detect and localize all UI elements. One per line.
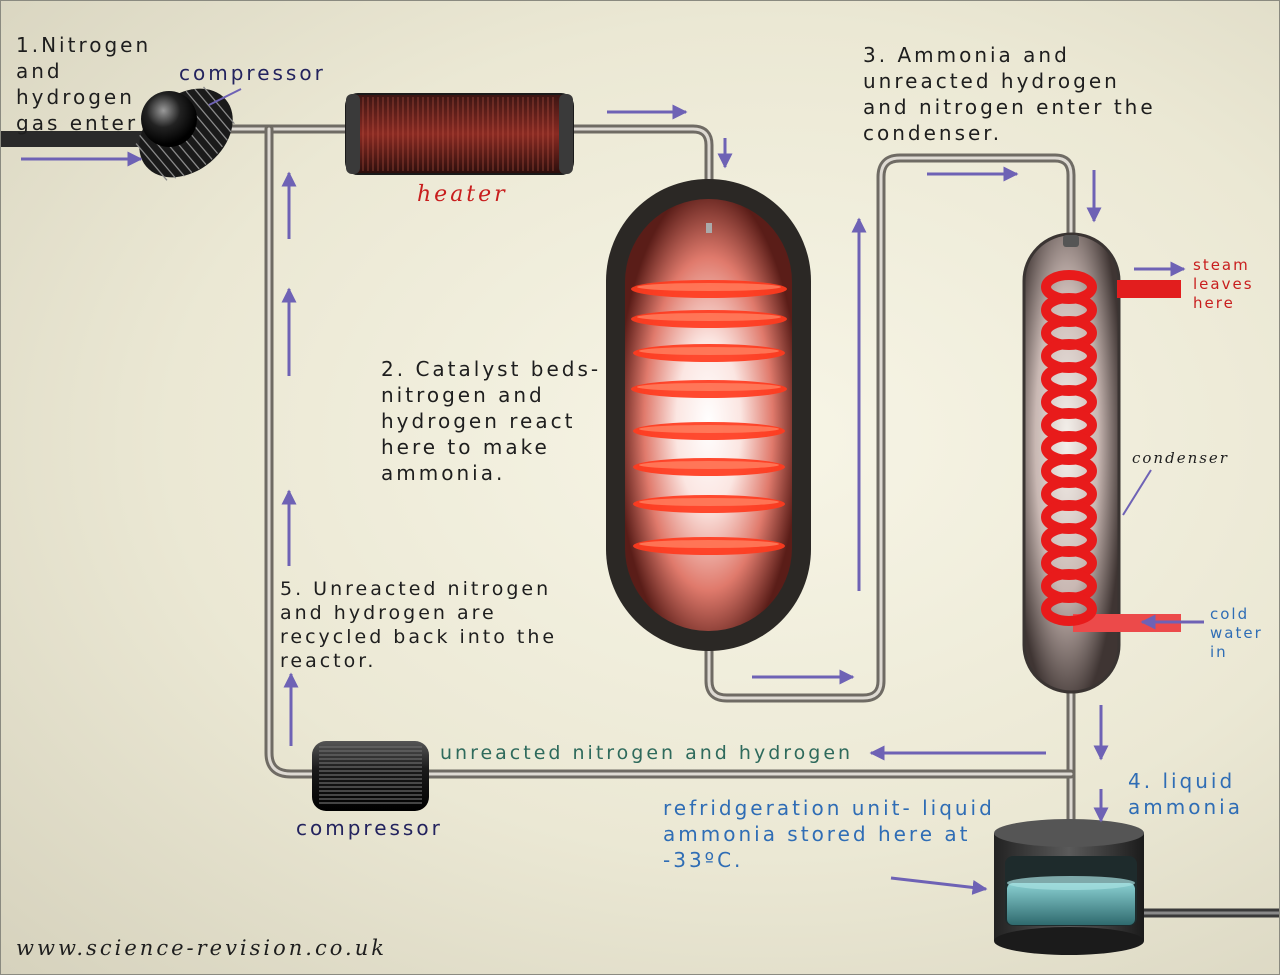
heater-label: heater bbox=[417, 182, 508, 207]
reactor-vessel-icon bbox=[606, 179, 811, 651]
compressor-drum-icon bbox=[312, 741, 429, 811]
pipework bbox=[216, 124, 1279, 918]
heater-icon bbox=[345, 93, 574, 175]
condenser-coil-turn bbox=[1041, 592, 1097, 626]
refrigeration-tank-icon bbox=[994, 819, 1144, 955]
compressor-bottom-label: compressor bbox=[296, 816, 443, 840]
compressor-top-label: compressor bbox=[179, 61, 326, 85]
website-label: www.science-revision.co.uk bbox=[16, 936, 387, 960]
compressor-dome bbox=[141, 91, 197, 147]
flow-arrow bbox=[890, 876, 988, 895]
condenser-label: condenser bbox=[1132, 449, 1229, 467]
flow-arrows bbox=[21, 104, 1204, 895]
condenser-icon bbox=[1022, 232, 1181, 694]
unreacted-label: unreacted nitrogen and hydrogen bbox=[440, 742, 854, 764]
pointer-lines bbox=[208, 88, 1152, 516]
inlet-pipe bbox=[1, 131, 161, 147]
